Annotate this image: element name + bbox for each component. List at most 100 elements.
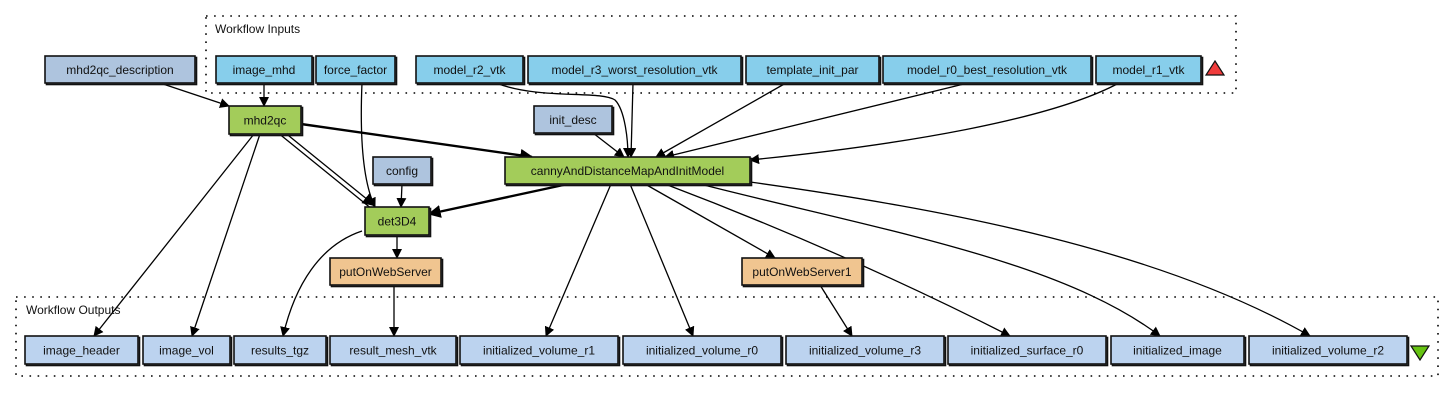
node-label: det3D4 — [378, 215, 417, 229]
node-model_r2_vtk[interactable]: model_r2_vtk — [415, 55, 526, 86]
node-label: template_init_par — [766, 63, 858, 77]
node-box[interactable] — [24, 335, 139, 365]
cluster-workflow-outputs: Workflow Outputs — [15, 296, 1439, 377]
node-box[interactable] — [315, 55, 396, 84]
node-box[interactable] — [785, 335, 945, 365]
node-label: model_r0_best_resolution_vtk — [907, 63, 1068, 77]
node-result_mesh_vtk[interactable]: result_mesh_vtk — [329, 335, 459, 367]
node-label: force_factor — [324, 63, 387, 77]
node-initialized_volume_r0[interactable]: initialized_volume_r0 — [622, 335, 784, 367]
node-putOnWebServer[interactable]: putOnWebServer — [329, 257, 444, 288]
node-label: initialized_volume_r2 — [1272, 344, 1384, 358]
edge-mhd2qc-to-cannyAndDistanceMapAndInitModel — [300, 122, 534, 162]
node-label: mhd2qc_description — [66, 63, 173, 77]
node-initialized_image[interactable]: initialized_image — [1110, 335, 1247, 367]
node-box[interactable] — [329, 335, 457, 365]
cluster-outputs-label: Workflow Outputs — [26, 303, 120, 317]
edge-model_r3_worst_resolution_vtk-to-cannyAndDistanceMapAndInitModel — [626, 82, 637, 158]
edge-putOnWebServer1-to-initialized_volume_r3 — [819, 284, 853, 337]
node-cannyAndDistanceMapAndInitModel[interactable]: cannyAndDistanceMapAndInitModel — [504, 156, 753, 187]
edge-cannyAndDistanceMapAndInitModel-to-initialized_volume_r1 — [544, 183, 612, 337]
node-mhd2qc_description[interactable]: mhd2qc_description — [44, 55, 198, 86]
node-box[interactable] — [745, 55, 880, 84]
node-initialized_volume_r3[interactable]: initialized_volume_r3 — [785, 335, 947, 367]
node-model_r0_best_resolution_vtk[interactable]: model_r0_best_resolution_vtk — [882, 55, 1094, 86]
node-box[interactable] — [1095, 55, 1202, 84]
node-box[interactable] — [372, 156, 432, 185]
node-config[interactable]: config — [372, 156, 434, 187]
node-initialized_volume_r1[interactable]: initialized_volume_r1 — [459, 335, 621, 367]
node-box[interactable] — [415, 55, 524, 84]
edge-mhd2qc-to-det3D4 — [280, 135, 372, 210]
edge-template_init_par-to-cannyAndDistanceMapAndInitModel — [655, 82, 787, 158]
node-box[interactable] — [741, 257, 863, 286]
node-det3D4[interactable]: det3D4 — [364, 206, 432, 238]
triangle-up-icon[interactable] — [1204, 59, 1226, 76]
node-label: putOnWebServer — [339, 265, 432, 279]
node-box[interactable] — [622, 335, 782, 365]
node-force_factor[interactable]: force_factor — [315, 55, 398, 86]
node-label: initialized_volume_r0 — [646, 344, 758, 358]
node-label: initialized_image — [1133, 344, 1222, 358]
node-model_r1_vtk[interactable]: model_r1_vtk — [1095, 55, 1204, 86]
edge-init_desc-to-cannyAndDistanceMapAndInitModel — [592, 132, 625, 158]
triangle-down-icon[interactable] — [1409, 345, 1431, 362]
node-box[interactable] — [882, 55, 1092, 84]
edge-mhd2qc-to-image_vol — [190, 133, 261, 337]
node-box[interactable] — [527, 55, 742, 84]
edge-cannyAndDistanceMapAndInitModel-to-initialized_image — [699, 183, 1161, 337]
edge-mhd2qc_description-to-mhd2qc — [159, 82, 230, 108]
node-mhd2qc[interactable]: mhd2qc — [228, 105, 304, 137]
edge-model_r2_vtk-to-cannyAndDistanceMapAndInitModel — [495, 82, 633, 158]
node-label: config — [386, 164, 418, 178]
edge-model_r0_best_resolution_vtk-to-cannyAndDistanceMapAndInitModel — [664, 82, 969, 160]
node-template_init_par[interactable]: template_init_par — [745, 55, 882, 86]
edge-cannyAndDistanceMapAndInitModel-to-initialized_volume_r2 — [749, 181, 1311, 337]
node-putOnWebServer1[interactable]: putOnWebServer1 — [741, 257, 865, 288]
edge-cannyAndDistanceMapAndInitModel-to-putOnWebServer1 — [644, 183, 776, 259]
node-label: model_r3_worst_resolution_vtk — [551, 63, 718, 77]
node-init_desc[interactable]: init_desc — [533, 105, 615, 136]
node-box[interactable] — [504, 156, 751, 185]
node-box[interactable] — [364, 206, 430, 236]
node-box[interactable] — [228, 105, 302, 135]
node-label: initialized_volume_r3 — [809, 344, 921, 358]
node-results_tgz[interactable]: results_tgz — [233, 335, 329, 367]
node-box[interactable] — [1248, 335, 1408, 365]
node-label: mhd2qc — [244, 114, 287, 128]
edge-det3D4-to-results_tgz — [280, 230, 363, 337]
cluster-workflow-inputs: Workflow Inputs — [205, 15, 1237, 94]
cluster-outputs-border — [15, 296, 1439, 377]
node-image_vol[interactable]: image_vol — [142, 335, 233, 367]
edge-config-to-det3D4 — [396, 183, 407, 208]
cluster-inputs-label: Workflow Inputs — [215, 22, 300, 36]
node-label: results_tgz — [251, 344, 309, 358]
edge-mhd2qc-to-image_header — [93, 133, 255, 337]
node-box[interactable] — [459, 335, 619, 365]
node-box[interactable] — [533, 105, 613, 134]
node-initialized_volume_r2[interactable]: initialized_volume_r2 — [1248, 335, 1410, 367]
edge-cannyAndDistanceMapAndInitModel-to-initialized_surface_r0 — [664, 183, 1011, 337]
node-label: result_mesh_vtk — [349, 344, 437, 358]
node-initialized_surface_r0[interactable]: initialized_surface_r0 — [947, 335, 1109, 367]
node-box[interactable] — [329, 257, 442, 286]
node-box[interactable] — [233, 335, 327, 365]
node-model_r3_worst_resolution_vtk[interactable]: model_r3_worst_resolution_vtk — [527, 55, 744, 86]
node-label: putOnWebServer1 — [752, 265, 851, 279]
node-label: model_r1_vtk — [1112, 63, 1185, 77]
node-box[interactable] — [215, 55, 313, 84]
edge-cannyAndDistanceMapAndInitModel-to-initialized_volume_r0 — [629, 183, 695, 337]
node-box[interactable] — [1110, 335, 1245, 365]
edge-model_r1_vtk-to-cannyAndDistanceMapAndInitModel — [749, 82, 1120, 165]
node-label: model_r2_vtk — [433, 63, 506, 77]
edge-mhd2qc-to-det3D4 — [284, 131, 376, 207]
node-label: cannyAndDistanceMapAndInitModel — [531, 164, 724, 178]
node-box[interactable] — [142, 335, 231, 365]
node-box[interactable] — [44, 55, 196, 84]
node-label: init_desc — [549, 113, 596, 127]
node-box[interactable] — [947, 335, 1107, 365]
node-image_mhd[interactable]: image_mhd — [215, 55, 315, 86]
node-label: image_vol — [159, 344, 214, 358]
node-image_header[interactable]: image_header — [24, 335, 141, 367]
